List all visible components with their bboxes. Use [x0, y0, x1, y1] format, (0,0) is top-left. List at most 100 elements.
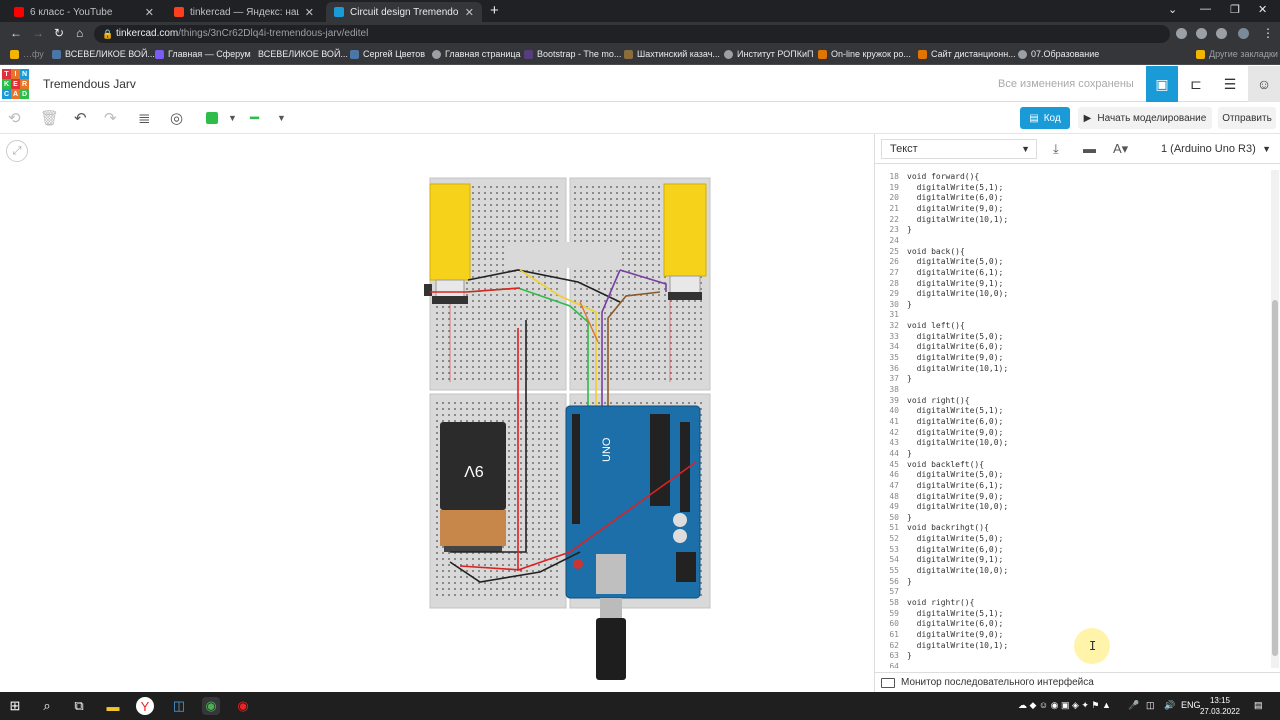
code-mode-select[interactable]: Текст ▼: [881, 139, 1037, 159]
close-window-button[interactable]: ✕: [1258, 4, 1268, 16]
download-icon[interactable]: ⤓: [1053, 141, 1059, 156]
code-line[interactable]: digitalWrite(6,0);: [907, 193, 1004, 203]
code-line[interactable]: digitalWrite(9,0);: [907, 427, 1004, 437]
wire-color-swatch[interactable]: [206, 112, 218, 124]
bookmark-item[interactable]: ВСЕВЕЛИКОЕ ВОЙ...: [52, 49, 155, 59]
browser-tab-yandex[interactable]: tinkercad — Яндекс: нашлось 2 ✕: [166, 2, 322, 22]
code-line[interactable]: digitalWrite(10,1);: [907, 214, 1009, 224]
user-avatar[interactable]: ☺: [1248, 66, 1280, 102]
code-line[interactable]: digitalWrite(5,0);: [907, 470, 1004, 480]
code-line[interactable]: digitalWrite(5,0);: [907, 534, 1004, 544]
extension-icon[interactable]: [1176, 28, 1187, 39]
code-line[interactable]: digitalWrite(9,0);: [907, 353, 1004, 363]
clock[interactable]: 13:15 27.03.2022: [1199, 696, 1241, 716]
code-line[interactable]: digitalWrite(9,0);: [907, 203, 1004, 213]
notification-icon[interactable]: ▤: [1254, 700, 1263, 710]
code-line[interactable]: digitalWrite(10,1);: [907, 363, 1009, 373]
code-line[interactable]: digitalWrite(10,0);: [907, 438, 1009, 448]
profile-avatar[interactable]: [1238, 28, 1249, 39]
code-line[interactable]: void backrihgt(){: [907, 523, 989, 533]
code-line[interactable]: digitalWrite(9,1);: [907, 278, 1004, 288]
code-line[interactable]: digitalWrite(10,1);: [907, 640, 1009, 650]
code-line[interactable]: void forward(){: [907, 172, 980, 181]
code-line[interactable]: digitalWrite(10,0);: [907, 566, 1009, 576]
search-icon[interactable]: ⌕: [43, 698, 51, 713]
mic-icon[interactable]: 🎤: [1128, 700, 1140, 710]
bookmark-item[interactable]: Институт РОПКиП: [724, 49, 813, 59]
circuit-canvas[interactable]: ⤢: [0, 134, 874, 692]
bookmark-item[interactable]: Шахтинский казач...: [624, 49, 720, 59]
code-line[interactable]: }: [907, 512, 912, 522]
browser-tab-youtube[interactable]: 6 класс - YouTube ✕: [6, 2, 162, 22]
start-simulation-button[interactable]: ▶Начать моделирование: [1078, 107, 1212, 129]
yandex-browser-icon[interactable]: Y: [136, 697, 154, 715]
code-line[interactable]: }: [907, 374, 912, 384]
reload-icon[interactable]: ↻: [54, 26, 65, 40]
code-line[interactable]: digitalWrite(6,1);: [907, 480, 1004, 490]
home-icon[interactable]: ⌂: [76, 26, 84, 40]
app-icon[interactable]: ◫: [172, 698, 186, 713]
code-line[interactable]: digitalWrite(9,0);: [907, 491, 1004, 501]
code-line[interactable]: digitalWrite(6,0);: [907, 342, 1004, 352]
bookmark-other[interactable]: Другие закладки: [1196, 49, 1278, 59]
zoom-fit-icon[interactable]: ⤢: [6, 140, 28, 162]
design-title[interactable]: Tremendous Jarv: [43, 77, 136, 91]
network-icon[interactable]: ◫: [1146, 700, 1155, 710]
reading-list-icon[interactable]: [1216, 28, 1227, 39]
tray-icons[interactable]: ☁ ◆ ☺ ◉ ▣ ◈ ✦ ⚑ ▲: [1018, 700, 1111, 710]
code-line[interactable]: }: [907, 651, 912, 661]
code-line[interactable]: void back(){: [907, 246, 965, 256]
bookmark-item[interactable]: On-line кружок ро...: [818, 49, 911, 59]
code-line[interactable]: digitalWrite(5,1);: [907, 608, 1004, 618]
library-icon[interactable]: ▬: [1083, 141, 1096, 156]
send-button[interactable]: Отправить: [1218, 107, 1276, 129]
tab-search-icon[interactable]: ⌄: [1168, 4, 1178, 16]
code-line[interactable]: digitalWrite(6,0);: [907, 619, 1004, 629]
component-list-button[interactable]: ☰: [1223, 75, 1237, 92]
scrollbar-thumb[interactable]: [1272, 300, 1278, 656]
windows-start-icon[interactable]: ⊞: [9, 698, 21, 713]
code-line[interactable]: void right(){: [907, 395, 970, 405]
chevron-down-icon[interactable]: ▼: [277, 113, 286, 123]
volume-icon[interactable]: 🔊: [1164, 700, 1176, 710]
code-button[interactable]: ▤Код: [1020, 107, 1070, 129]
chrome-icon[interactable]: ◉: [202, 697, 220, 715]
url-field[interactable]: 🔒 tinkercad.com/things/3nCr62Dlq4i-treme…: [94, 25, 1170, 43]
serial-monitor-toggle[interactable]: Монитор последовательного интерфейса: [875, 672, 1280, 692]
editor-scrollbar[interactable]: [1271, 170, 1279, 668]
code-line[interactable]: }: [907, 299, 912, 309]
chevron-down-icon[interactable]: ▼: [228, 113, 237, 123]
code-line[interactable]: digitalWrite(9,0);: [907, 629, 1004, 639]
bookmark-item[interactable]: 07.Образование: [1018, 49, 1099, 59]
close-icon[interactable]: ✕: [464, 6, 474, 19]
task-view-icon[interactable]: ⧉: [74, 698, 84, 713]
restore-button[interactable]: ❐: [1230, 4, 1240, 16]
language-indicator[interactable]: ENG: [1181, 700, 1201, 710]
forward-icon[interactable]: →: [32, 26, 44, 40]
close-icon[interactable]: ✕: [304, 6, 314, 19]
code-line[interactable]: digitalWrite(6,0);: [907, 544, 1004, 554]
notes-icon[interactable]: ≣: [138, 110, 151, 127]
redo-icon[interactable]: ↷: [104, 110, 117, 127]
trash-icon[interactable]: 🗑: [40, 110, 60, 127]
code-line[interactable]: digitalWrite(10,0);: [907, 289, 1009, 299]
notes-toggle-icon[interactable]: ◎: [170, 110, 184, 127]
bookmark-item[interactable]: Сайт дистанционн...: [918, 49, 1016, 59]
bookmark-item[interactable]: …фу: [10, 49, 44, 59]
rotate-icon[interactable]: ⟲: [8, 110, 21, 127]
code-line[interactable]: }: [907, 225, 912, 235]
back-icon[interactable]: ←: [10, 26, 22, 40]
bookmark-item[interactable]: Bootstrap - The mo...: [524, 49, 621, 59]
code-line[interactable]: void rightr(){: [907, 598, 975, 607]
close-icon[interactable]: ✕: [144, 6, 154, 19]
code-line[interactable]: }: [907, 448, 912, 458]
bookmark-item[interactable]: Сергей Цветов: [350, 49, 425, 59]
undo-icon[interactable]: ↶: [74, 110, 87, 127]
new-tab-button[interactable]: +: [490, 2, 499, 19]
code-line[interactable]: }: [907, 576, 912, 586]
circuit-drawing[interactable]: 9V UNO: [410, 172, 720, 692]
circuit-view-button[interactable]: ▣: [1146, 66, 1178, 102]
wire-type-icon[interactable]: ━: [250, 110, 260, 127]
